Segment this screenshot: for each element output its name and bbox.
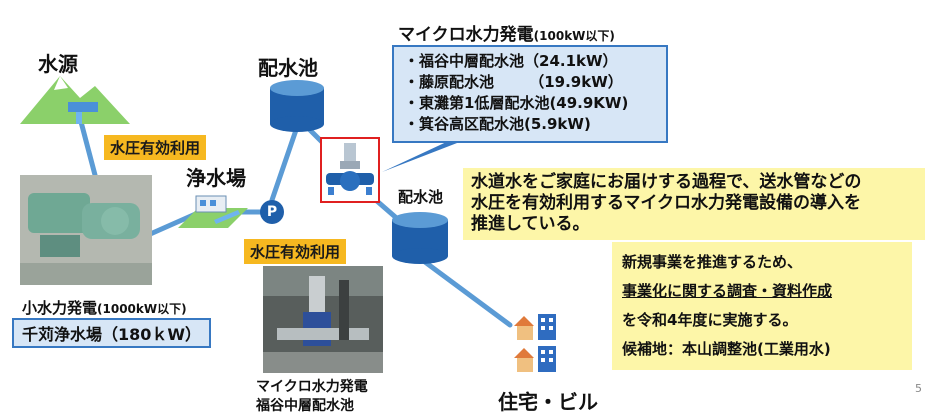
purification-label: 浄水場 [186,166,246,190]
small-hydro-title-text: 小水力発電 [22,299,98,317]
micro-hydro-turbine-icon [320,137,380,203]
micro-list-item: ・箕谷高区配水池(5.9kW) [404,115,591,133]
new-project-line: 候補地：本山調整池(工業用水) [622,340,831,358]
micro-box-title: マイクロ水力発電(100kW以下) [398,20,615,45]
pump-icon: P [260,200,284,224]
micro-list-item: ・福谷中層配水池（24.1kW） [404,52,618,70]
micro-list-item: ・東灘第1低層配水池(49.9KW) [404,94,629,112]
description-line: 推進している。 [471,214,590,234]
reservoir-top-tank [268,78,326,133]
micro-hydro-list-box: ・福谷中層配水池（24.1kW） ・藤原配水池 （19.9kW） ・東灘第1低層… [392,45,668,143]
water-pressure-tag-2: 水圧有効利用 [244,239,347,264]
micro-list-item: ・藤原配水池 （19.9kW） [404,73,623,91]
small-hydro-plant: 千苅浄水場（180ｋW） [12,318,212,348]
new-project-line: 新規事業を推進するため、 [622,253,803,271]
pipe-pump-to-reservoir [269,127,299,203]
description-line: 水道水をご家庭にお届けする過程で、送水管などの [471,172,862,192]
pipe-reservoir2-to-housing [422,259,513,328]
micro-photo-caption-1: マイクロ水力発電 [256,379,368,395]
micro-photo-caption-2: 福谷中層配水池 [256,398,354,414]
reservoir-top-label: 配水池 [258,56,318,80]
new-project-box: 新規事業を推進するため、 事業化に関する調査・資料作成 を令和4年度に実施する。… [612,242,912,370]
small-hydro-photo [20,175,152,285]
new-project-line-underlined: 事業化に関する調査・資料作成 [622,282,833,300]
micro-box-title-text: マイクロ水力発電 [398,25,534,45]
small-hydro-title: 小水力発電(1000kW以下) [22,297,187,318]
water-pressure-tag-1: 水圧有効利用 [104,135,207,160]
housing-buildings-icon [514,312,570,378]
water-source-mountain [20,68,130,124]
description-box: 水道水をご家庭にお届けする過程で、送水管などの 水圧を有効利用するマイクロ水力発… [463,168,925,240]
pipe-source-to-plant [77,115,98,178]
purification-plant-icon [178,190,248,228]
reservoir-mid-label: 配水池 [398,188,444,206]
reservoir-mid-tank [390,210,450,265]
micro-hydro-photo [263,266,383,373]
description-line: 水圧を有効利用するマイクロ水力発電設備の導入を [471,193,861,213]
small-hydro-title-note: (1000kW以下) [97,302,187,316]
new-project-line: を令和4年度に実施する。 [622,311,798,329]
housing-label: 住宅・ビル [498,390,598,414]
micro-box-title-note: (100kW以下) [533,29,615,43]
callout-pointer [382,138,470,172]
water-source-label: 水源 [38,52,78,76]
page-number: 5 [915,382,922,395]
